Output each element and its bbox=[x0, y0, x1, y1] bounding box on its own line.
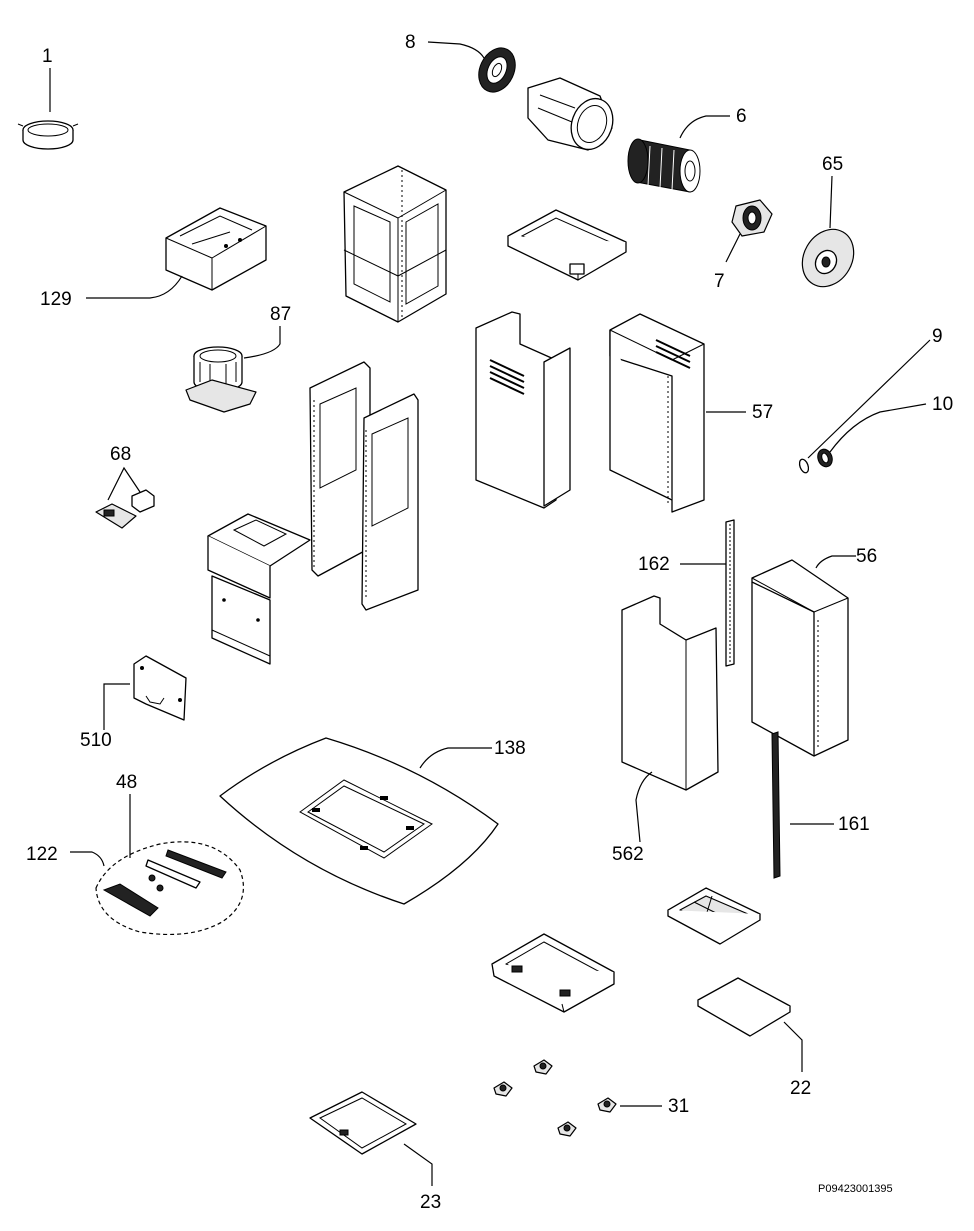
part-510-plate bbox=[133, 655, 187, 721]
label-1: 1 bbox=[42, 46, 53, 67]
part-562-lower-chimney bbox=[621, 595, 719, 791]
part-87-adapter bbox=[185, 346, 257, 413]
square-support-frame bbox=[507, 209, 627, 281]
part-7-motor bbox=[731, 199, 773, 237]
part-23-light-cover bbox=[309, 1091, 417, 1155]
leader-22 bbox=[783, 1021, 803, 1072]
grease-filter-cassette bbox=[667, 887, 761, 945]
leader-6 bbox=[679, 115, 730, 139]
leader-7 bbox=[725, 233, 741, 263]
label-9: 9 bbox=[932, 326, 943, 347]
label-22: 22 bbox=[790, 1078, 811, 1099]
part-161-rail bbox=[771, 731, 781, 879]
part-57-upper-chimney-right bbox=[609, 313, 705, 513]
upper-chimney-left bbox=[475, 311, 571, 509]
fan-housing bbox=[527, 77, 614, 151]
label-68: 68 bbox=[110, 444, 131, 465]
label-161: 161 bbox=[838, 814, 870, 835]
part-1-collar bbox=[17, 120, 79, 150]
label-122: 122 bbox=[26, 844, 58, 865]
leader-9 bbox=[807, 339, 931, 459]
label-56: 56 bbox=[856, 546, 877, 567]
part-56-lower-chimney bbox=[751, 559, 849, 757]
label-8: 8 bbox=[405, 32, 416, 53]
label-162: 162 bbox=[638, 554, 670, 575]
label-10: 10 bbox=[932, 394, 953, 415]
part-68-components bbox=[95, 489, 155, 529]
label-129: 129 bbox=[40, 289, 72, 310]
part-8-grille bbox=[478, 47, 516, 93]
label-510: 510 bbox=[80, 730, 112, 751]
label-57: 57 bbox=[752, 402, 773, 423]
leader-10 bbox=[829, 403, 927, 453]
lower-trim-frame bbox=[491, 933, 615, 1013]
leader-23 bbox=[403, 1143, 433, 1186]
label-31: 31 bbox=[668, 1096, 689, 1117]
leader-138 bbox=[419, 747, 492, 769]
side-bracket-panels bbox=[309, 361, 419, 611]
label-87: 87 bbox=[270, 304, 291, 325]
label-48: 48 bbox=[116, 772, 137, 793]
leader-562 bbox=[635, 771, 653, 843]
leader-68 bbox=[107, 466, 141, 501]
leader-8 bbox=[427, 41, 485, 59]
label-138: 138 bbox=[494, 738, 526, 759]
part-31-feet bbox=[493, 1059, 617, 1137]
part-162-strip bbox=[725, 519, 735, 667]
leader-510 bbox=[103, 683, 130, 730]
leader-65 bbox=[829, 175, 833, 229]
part-22-filter-pad bbox=[697, 977, 791, 1037]
label-6: 6 bbox=[736, 106, 747, 127]
part-10-ring bbox=[817, 448, 833, 468]
part-6-blower-wheel bbox=[627, 138, 701, 193]
lower-bracket-box bbox=[207, 513, 311, 665]
leader-87 bbox=[243, 326, 281, 359]
leader-129 bbox=[86, 275, 183, 299]
part-9-ring bbox=[798, 458, 810, 474]
label-562: 562 bbox=[612, 844, 644, 865]
drawing-code: P09423001395 bbox=[818, 1183, 893, 1195]
chimney-inner-frame bbox=[343, 165, 447, 323]
label-23: 23 bbox=[420, 1192, 441, 1213]
part-138-glass-canopy bbox=[219, 737, 499, 905]
part-65-plate bbox=[801, 228, 855, 288]
part-129-box bbox=[165, 207, 267, 291]
leader-122 bbox=[70, 851, 105, 867]
part-122-hardware-kit bbox=[95, 841, 244, 936]
label-7: 7 bbox=[714, 271, 725, 292]
label-65: 65 bbox=[822, 154, 843, 175]
leader-56 bbox=[815, 555, 856, 569]
